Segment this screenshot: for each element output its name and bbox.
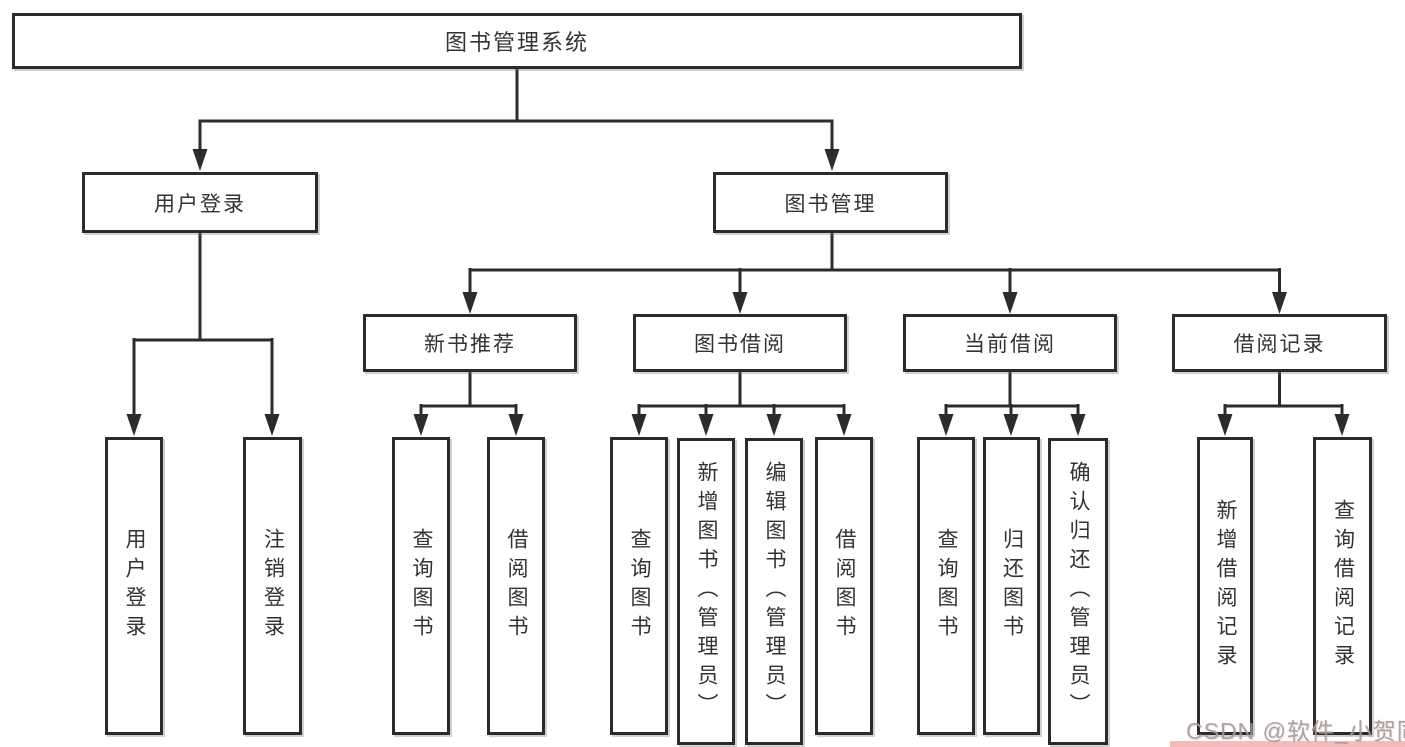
- leaf-logout-login: 注销登录: [243, 437, 302, 735]
- leaf-query-book: 查询图书: [610, 437, 668, 735]
- node-user-login: 用户登录: [82, 172, 318, 233]
- node-book-borrow: 图书借阅: [633, 314, 847, 372]
- leaf-confirm-return-admin: 确认归还（管理员）: [1048, 438, 1108, 745]
- leaf-edit-book-admin: 编辑图书（管理员）: [745, 438, 803, 745]
- node-book-management: 图书管理: [713, 172, 948, 233]
- node-current-borrow: 当前借阅: [903, 314, 1117, 372]
- leaf-query-book: 查询图书: [392, 437, 450, 735]
- leaf-add-borrow-record: 新增借阅记录: [1197, 437, 1253, 735]
- leaf-add-book-admin: 新增图书（管理员）: [677, 438, 735, 745]
- node-library-management-system: 图书管理系统: [12, 13, 1022, 69]
- leaf-user-login: 用户登录: [105, 437, 163, 735]
- leaf-query-book: 查询图书: [917, 437, 975, 735]
- leaf-return-book: 归还图书: [983, 437, 1040, 735]
- watermark: CSDN @软件_小贺同学: [1186, 718, 1405, 744]
- node-borrow-record: 借阅记录: [1172, 314, 1387, 372]
- leaf-query-borrow-record: 查询借阅记录: [1313, 437, 1372, 735]
- leaf-borrow-book: 借阅图书: [815, 437, 873, 735]
- leaf-borrow-book: 借阅图书: [487, 437, 545, 735]
- watermark-accent-strip: [1170, 741, 1405, 747]
- node-new-book-recommend: 新书推荐: [363, 314, 577, 372]
